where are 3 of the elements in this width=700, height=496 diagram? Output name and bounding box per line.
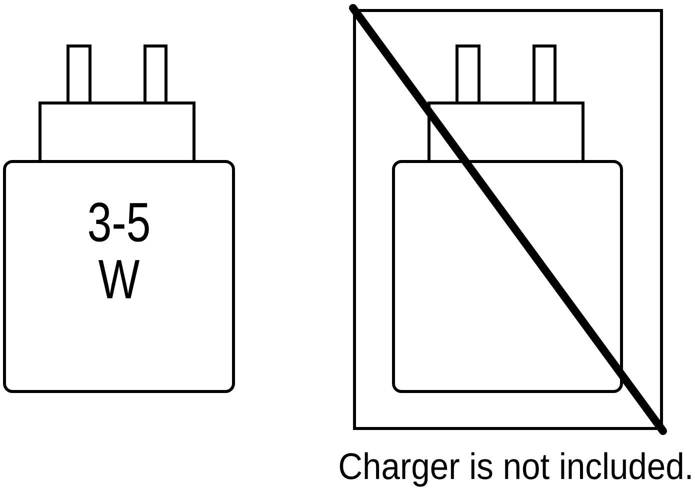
charger-body <box>392 160 623 393</box>
caption: Charger is not included. <box>340 452 691 487</box>
charger-body: 3-5 W <box>3 160 235 393</box>
